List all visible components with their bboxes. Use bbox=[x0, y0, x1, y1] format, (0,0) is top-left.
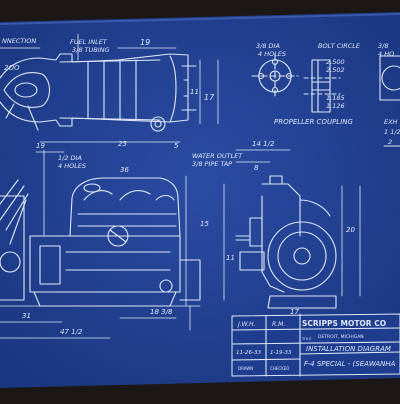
engine-end-view bbox=[235, 175, 337, 309]
dim-31: 31 bbox=[22, 312, 31, 320]
dim-11: 11 bbox=[190, 88, 199, 96]
dim-19-top: 19 bbox=[140, 38, 150, 47]
engine-side-view bbox=[0, 177, 201, 307]
dim-exhaust-2: 2 bbox=[388, 138, 392, 146]
dim-11b: 11 bbox=[226, 254, 235, 262]
side-view-dimensions bbox=[0, 149, 191, 339]
blueprint-paper bbox=[0, 12, 400, 388]
dim-25: 25 bbox=[118, 140, 127, 148]
label-bolt-holes-count: 4 HOLES bbox=[258, 50, 286, 58]
dim-1126: 1.126 bbox=[326, 102, 345, 110]
label-fuel-tubing: 3/8 TUBING bbox=[72, 46, 110, 54]
dim-2500: 2.500 bbox=[326, 58, 345, 66]
title-block bbox=[231, 313, 400, 377]
label-fuel-inlet: FUEL INLET bbox=[70, 38, 108, 46]
checked-by: R.M. bbox=[272, 321, 285, 328]
label-bolt-holes-dia: 3/8 DIA bbox=[256, 42, 280, 50]
checked-label: CHECKED bbox=[270, 366, 289, 371]
dim-20: 20 bbox=[346, 226, 355, 234]
dim-14-half: 14 1/2 bbox=[252, 140, 275, 148]
dim-18: 18 3/8 bbox=[150, 308, 173, 316]
label-water-pipe-tap: 3/8 PIPE TAP bbox=[192, 160, 232, 168]
propeller-coupling-drawing bbox=[251, 53, 341, 113]
top-view-dimensions bbox=[0, 33, 219, 153]
company-city: DETROIT, MICHIGAN bbox=[318, 334, 364, 340]
dim-1185: 1.185 bbox=[326, 94, 345, 102]
label-holes-dia: 1/2 DIA bbox=[58, 154, 82, 162]
drawn-by: J.W.H. bbox=[237, 321, 256, 328]
date-checked: 1-19-33 bbox=[270, 350, 292, 356]
dim-15: 15 bbox=[200, 220, 209, 228]
drawing-title-1: INSTALLATION DIAGRAM bbox=[306, 345, 391, 353]
label-connection: NNECTION bbox=[2, 37, 36, 45]
dim-17: 17 bbox=[204, 93, 215, 102]
label-holes-count: 4 HOLES bbox=[58, 162, 86, 170]
label-exhaust: EXH bbox=[384, 118, 398, 126]
dim-8: 8 bbox=[254, 164, 259, 172]
exhaust-drawing bbox=[379, 55, 400, 147]
engine-top-view bbox=[0, 53, 197, 132]
label-right-holes-count: 4 HO bbox=[378, 50, 394, 58]
dim-2502: 2.502 bbox=[326, 66, 345, 74]
dim-19-mid: 19 bbox=[36, 142, 45, 150]
drawing-title-2: F-4 SPECIAL - (SEAWANHA bbox=[304, 360, 396, 368]
dim-36: 36 bbox=[120, 166, 129, 174]
label-water-outlet: WATER OUTLET bbox=[192, 152, 243, 160]
dim-5: 5 bbox=[174, 142, 179, 150]
drawn-label: DRAWN bbox=[238, 366, 253, 371]
dim-200: 2OO bbox=[4, 64, 20, 72]
label-right-holes-dia: 3/8 bbox=[378, 42, 388, 50]
dim-47-half: 47 1/2 bbox=[60, 328, 83, 336]
title-label: TITLE bbox=[301, 337, 311, 341]
dim-exhaust-1: 1 1/2 bbox=[384, 128, 400, 136]
date-drawn: 11-26-33 bbox=[236, 350, 261, 356]
company-name: SCRIPPS MOTOR CO bbox=[302, 319, 386, 328]
label-bolt-circle: BOLT CIRCLE bbox=[318, 42, 361, 50]
border-line bbox=[0, 13, 400, 25]
label-propeller-coupling: PROPELLER COUPLING bbox=[274, 118, 353, 126]
dim-17b: 17 bbox=[290, 308, 299, 316]
